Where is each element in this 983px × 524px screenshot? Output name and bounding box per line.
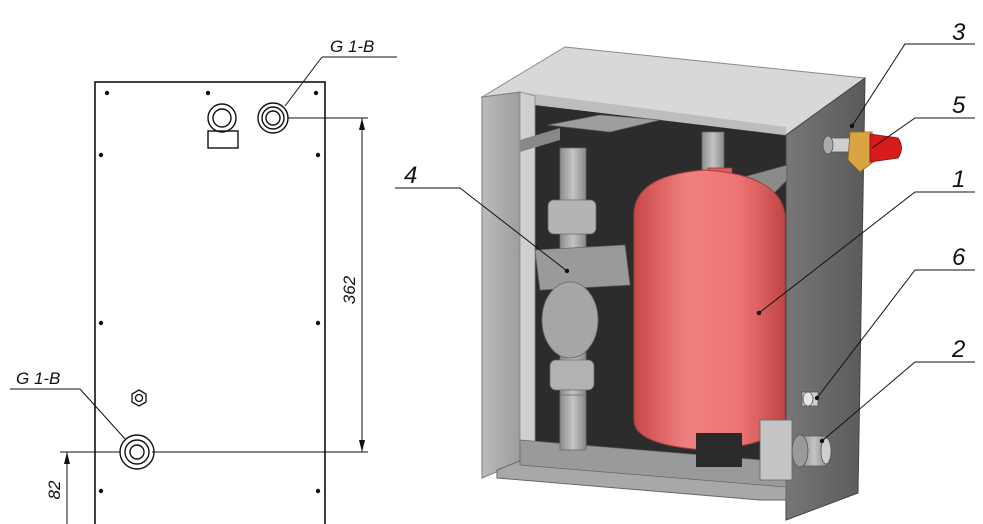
drain-fitting [801,391,820,407]
callout-1: 1 [952,166,965,193]
top-fitting-right [257,102,289,134]
safety-valve [822,123,902,173]
dimension-82: 82 [45,480,64,499]
outlet-pipe [791,434,832,468]
top-fitting-left [207,103,239,149]
back-panel-outline [94,81,326,524]
back-view-drawing: G 1-B G 1-B 362 82 [10,37,397,524]
dimension-362: 362 [340,275,359,304]
tank-label-plate [696,433,742,467]
cabinet-3d-model [480,46,902,521]
right-side-panel [785,77,866,521]
bottom-fitting-box [759,419,793,481]
small-nut [131,389,147,407]
left-side-panel [481,91,521,479]
thread-label-top: G 1-B [330,37,374,56]
callout-3: 3 [952,19,966,46]
circulation-pump [534,147,631,451]
callout-2: 2 [951,336,965,363]
thread-label-bottom: G 1-B [16,369,60,388]
mounting-holes [98,90,321,494]
callout-5: 5 [952,92,966,119]
expansion-tank [633,131,786,467]
bottom-fitting [119,434,155,470]
callout-leaders [395,43,975,442]
callout-4: 4 [404,162,417,189]
callout-6: 6 [952,244,966,271]
